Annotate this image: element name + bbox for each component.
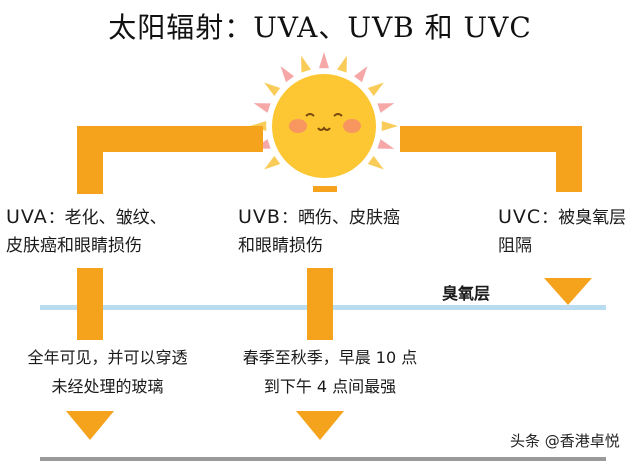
uva-note-line2: 未经处理的玻璃	[51, 377, 164, 396]
uva-note: 全年可见，并可以穿透 未经处理的玻璃	[0, 343, 215, 401]
uvb-label: UVB：晒伤、皮肤癌 和眼睛损伤	[238, 203, 428, 260]
uvb-effect-line2: 和眼睛损伤	[238, 236, 323, 256]
uvb-note-line2: 到下午 4 点间最强	[263, 377, 397, 396]
sun-ray	[253, 103, 271, 113]
sun-ray	[381, 120, 398, 132]
sun-icon	[272, 74, 376, 178]
sun-ray	[377, 103, 395, 113]
uva-label: UVA：老化、皱纹、 皮肤癌和眼睛损伤	[6, 203, 196, 260]
uvc-label: UVC：被臭氧层 阻隔	[498, 203, 638, 260]
sun-ray	[264, 155, 281, 170]
sun-ray	[353, 66, 368, 83]
uvc-name: UVC	[498, 206, 542, 228]
sun-ray	[318, 52, 330, 69]
sun-ray	[377, 139, 395, 149]
diagram-title: 太阳辐射：UVA、UVB 和 UVC	[108, 11, 532, 44]
uva-effect-line2: 皮肤癌和眼睛损伤	[6, 236, 142, 256]
uvc-effect-line1: ：被臭氧层	[541, 208, 627, 228]
sun-ray	[367, 82, 384, 97]
sun-ray	[280, 66, 295, 83]
uvb-note-line1: 春季至秋季，早晨 10 点	[242, 348, 418, 367]
uva-bracket-arrow	[77, 126, 263, 194]
sun-ray	[264, 82, 281, 97]
sun-ray	[367, 155, 384, 170]
uvb-note: 春季至秋季，早晨 10 点 到下午 4 点间最强	[222, 343, 438, 401]
sun-ray	[337, 55, 347, 73]
uvc-bracket-arrow	[400, 126, 582, 192]
uva-name: UVA	[6, 206, 48, 228]
uvb-down-arrow	[296, 268, 344, 440]
uvc-effect-line2: 阻隔	[498, 236, 532, 256]
ground-line	[40, 457, 606, 461]
uvc-blocked-arrow	[544, 278, 592, 305]
uva-note-line1: 全年可见，并可以穿透	[27, 348, 188, 367]
uvb-name: UVB	[238, 206, 281, 228]
sun-ray	[301, 55, 311, 73]
sun-base-bar	[313, 186, 337, 192]
uva-down-arrow	[66, 268, 114, 440]
uvb-effect-line1: ：晒伤、皮肤癌	[280, 208, 400, 228]
uva-effect-line1: ：老化、皱纹、	[47, 208, 167, 228]
ozone-layer-label: 臭氧层	[442, 284, 491, 303]
watermark: 头条 @香港卓悦	[510, 432, 620, 450]
